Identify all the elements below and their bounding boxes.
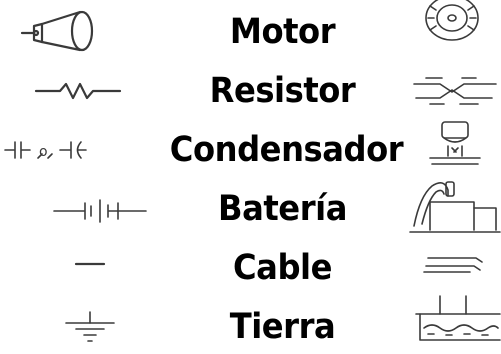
- label-ground: Tierra: [229, 307, 336, 347]
- resistor-symbol-icon: [34, 82, 122, 100]
- svg-text:o: o: [39, 144, 48, 160]
- battery-pictogram-icon: [409, 181, 501, 233]
- motor-symbol-icon: [20, 10, 94, 52]
- motor-pictogram-icon: [425, 0, 479, 41]
- label-capacitor: Condensador: [169, 130, 404, 170]
- capacitor-pictogram-icon: [429, 121, 481, 165]
- label-battery: Batería: [218, 189, 347, 229]
- capacitor-symbol-icon: o: [4, 141, 87, 160]
- label-resistor: Resistor: [209, 71, 356, 111]
- resistor-pictogram-icon: [413, 77, 497, 105]
- label-motor: Motor: [229, 12, 336, 52]
- ground-pictogram-icon: [415, 295, 501, 341]
- cable-pictogram-icon: [423, 257, 483, 273]
- label-cable: Cable: [233, 248, 332, 288]
- ground-symbol-icon: [65, 311, 115, 342]
- battery-symbol-icon: [53, 199, 147, 223]
